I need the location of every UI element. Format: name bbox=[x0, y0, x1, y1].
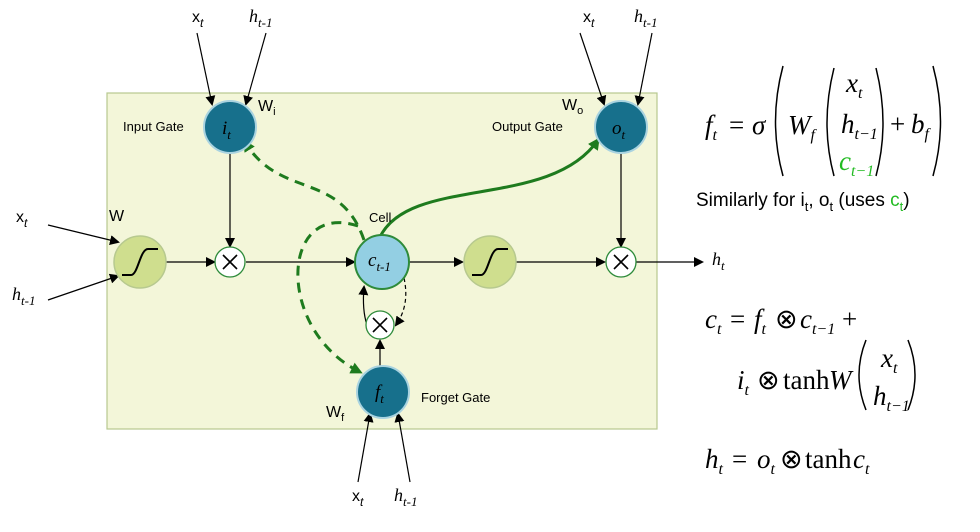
multiply-node-output bbox=[605, 246, 637, 278]
forget-gate-label: Forget Gate bbox=[421, 390, 490, 405]
output-gate-symbol: ot bbox=[612, 118, 626, 142]
ct-equals: = bbox=[730, 304, 745, 334]
peephole-cell-to-output bbox=[378, 137, 600, 238]
multiply-icon bbox=[372, 317, 388, 333]
input-gate-symbol: it bbox=[222, 118, 231, 142]
multiply-icon bbox=[222, 254, 238, 270]
wi-label: Wi bbox=[258, 98, 276, 118]
wf-label: Wf bbox=[326, 404, 345, 424]
ct-i: it bbox=[737, 365, 750, 399]
forget-gate-symbol: ft bbox=[375, 382, 384, 406]
ct-f: ft bbox=[754, 304, 767, 338]
forget-gate-node bbox=[356, 365, 410, 419]
ct-x: xt bbox=[880, 343, 898, 377]
ft-inner-right-paren bbox=[875, 67, 884, 177]
sigmoid-w-node bbox=[113, 235, 167, 289]
ct-w: W bbox=[829, 365, 854, 395]
multiply-icon bbox=[613, 254, 629, 270]
ft-outer-left-paren bbox=[774, 65, 784, 177]
forget-gate-equation: ft = σ Wf xt ht−1 ct−1 + bf bbox=[705, 65, 942, 180]
peephole-cell-to-forget bbox=[296, 221, 363, 374]
ht-lhs: ht bbox=[705, 444, 724, 478]
ft-lhs: ft bbox=[705, 110, 718, 144]
h-to-forget-gate-arrow bbox=[394, 412, 411, 483]
h-to-output-gate-arrow bbox=[634, 32, 653, 106]
peephole-cell-to-input bbox=[243, 139, 366, 241]
ct-plus: + bbox=[842, 304, 857, 334]
w-label: W bbox=[109, 208, 125, 225]
w-h-label: ht-1 bbox=[12, 284, 35, 308]
forget-gate-x-label: xt bbox=[352, 488, 364, 509]
ht-c: ct bbox=[853, 444, 870, 478]
ct-tanh: tanh bbox=[783, 365, 830, 395]
input-gate-h-label: ht-1 bbox=[249, 6, 272, 30]
output-h-label: ht bbox=[712, 249, 725, 273]
ct-h: ht−1 bbox=[873, 381, 910, 415]
ct-c: ct−1 bbox=[800, 304, 835, 338]
x-to-output-gate-arrow bbox=[579, 32, 607, 106]
w-x-label: xt bbox=[16, 209, 28, 230]
input-x-to-w-arrow bbox=[47, 224, 120, 245]
ct-otimes2: ⊗ bbox=[757, 365, 780, 395]
ft-inner-left-paren bbox=[826, 67, 835, 177]
output-gate-label: Output Gate bbox=[492, 119, 563, 134]
connection-lines bbox=[47, 32, 704, 483]
ft-w: Wf bbox=[788, 110, 818, 144]
input-gate-x-label: xt bbox=[192, 9, 204, 30]
cell-to-loop-dashed bbox=[394, 277, 407, 327]
similarly-note: Similarly for it, ot (uses ct) bbox=[696, 190, 910, 214]
wo-label: Wo bbox=[562, 97, 583, 117]
ft-outer-right-paren bbox=[932, 65, 942, 177]
x-to-forget-gate-arrow bbox=[357, 412, 374, 483]
sigmoid-curve-icon bbox=[472, 248, 508, 276]
ft-sigma: σ bbox=[752, 110, 767, 140]
ft-x: xt bbox=[845, 68, 863, 102]
h-to-input-gate-arrow bbox=[243, 32, 267, 106]
hidden-state-equation: ht = ot ⊗ tanh ct bbox=[705, 444, 870, 478]
cell-label: Cell bbox=[369, 210, 392, 225]
cell-node bbox=[354, 234, 410, 290]
cell-symbol: ct-1 bbox=[368, 250, 391, 274]
ct-right-paren bbox=[907, 339, 916, 411]
output-gate-x-label: xt bbox=[583, 9, 595, 30]
output-gate-h-label: ht-1 bbox=[634, 6, 657, 30]
input-h-to-w-arrow bbox=[47, 273, 120, 301]
input-gate-label: Input Gate bbox=[123, 119, 184, 134]
ft-h: ht−1 bbox=[841, 109, 878, 143]
input-gate-node bbox=[203, 100, 257, 154]
ht-o: ot bbox=[757, 444, 776, 478]
ft-b: bf bbox=[911, 109, 932, 143]
x-to-input-gate-arrow bbox=[196, 32, 216, 106]
output-gate-node bbox=[594, 100, 648, 154]
sigmoid-curve-icon bbox=[122, 248, 158, 276]
multiply-node-input bbox=[214, 246, 246, 278]
ct-left-paren bbox=[858, 339, 867, 411]
ct-otimes: ⊗ bbox=[775, 304, 798, 334]
ft-c: ct−1 bbox=[839, 146, 874, 180]
ht-equals: = bbox=[732, 444, 747, 474]
sigmoid-tanh-node bbox=[463, 235, 517, 289]
ht-otimes: ⊗ bbox=[780, 444, 803, 474]
peephole-connections bbox=[243, 137, 600, 374]
forget-gate-h-label: ht-1 bbox=[394, 485, 417, 509]
ht-tanh: tanh bbox=[805, 444, 852, 474]
multiply-node-forget bbox=[365, 310, 395, 340]
ft-plus: + bbox=[890, 109, 905, 139]
ct-lhs: ct bbox=[705, 304, 722, 338]
ft-equals: = bbox=[729, 110, 744, 140]
cell-state-equation: ct = ft ⊗ ct−1 + it ⊗ tanh W xt ht−1 bbox=[705, 304, 916, 415]
